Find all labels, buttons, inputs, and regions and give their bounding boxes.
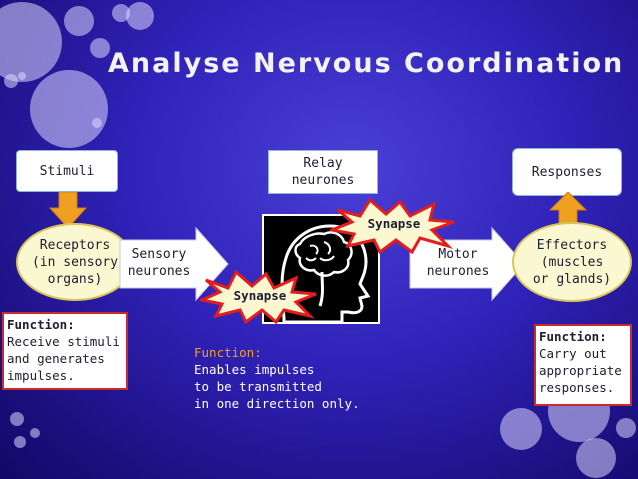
effectors-oval: Effectors (muscles or glands) <box>512 222 632 302</box>
receptors-line2: (in sensory <box>31 254 119 270</box>
function-middle-heading: Function: <box>194 345 262 360</box>
function-left-line2: and generates <box>7 351 105 366</box>
decor-bubble <box>10 412 24 426</box>
synapse-burst-right <box>330 198 455 254</box>
decor-bubble <box>30 70 108 148</box>
decor-bubble <box>18 72 26 80</box>
function-right-line2: appropriate <box>539 363 622 378</box>
function-right-box: Function: Carry out appropriate response… <box>534 324 632 406</box>
function-middle-text: Function: Enables impulses to be transmi… <box>194 344 384 412</box>
synapse-left-label: Synapse <box>233 288 287 303</box>
decor-bubble <box>500 408 542 450</box>
function-middle-line3: in one direction only. <box>194 396 360 411</box>
effectors-line2: (muscles <box>540 254 604 270</box>
function-right-heading: Function: <box>539 329 607 344</box>
sensory-label: Sensory neurones <box>124 246 194 280</box>
relay-label-line1: Relay <box>303 156 343 171</box>
decor-bubble <box>4 74 18 88</box>
motor-line1: Motor <box>438 247 478 262</box>
receptors-line1: Receptors <box>39 237 111 253</box>
function-left-heading: Function: <box>7 317 75 332</box>
decor-bubble <box>92 118 102 128</box>
responses-box: Responses <box>512 148 622 196</box>
stimuli-box: Stimuli <box>16 150 118 192</box>
arrow-up-icon <box>548 192 588 226</box>
motor-line2: neurones <box>426 264 490 279</box>
sensory-line2: neurones <box>127 264 191 279</box>
arrow-down-icon <box>48 192 88 229</box>
motor-neurone-arrow <box>409 226 525 302</box>
decor-bubble <box>576 438 616 478</box>
page-title: Analyse Nervous Coordination <box>108 48 625 79</box>
effectors-line3: or glands) <box>532 271 612 287</box>
decor-bubble <box>90 38 110 58</box>
decor-bubble <box>30 428 40 438</box>
sensory-line1: Sensory <box>131 247 187 262</box>
function-middle-line1: Enables impulses <box>194 362 315 377</box>
function-right-line1: Carry out <box>539 346 607 361</box>
decor-bubble <box>126 2 154 30</box>
receptors-oval: Receptors (in sensory organs) <box>16 223 134 301</box>
decor-bubble <box>112 4 130 22</box>
synapse-burst-left <box>200 270 317 324</box>
relay-neurones-box: Relay neurones <box>268 150 378 194</box>
function-middle-line2: to be transmitted <box>194 379 322 394</box>
function-left-line3: impulses. <box>7 368 75 383</box>
decor-bubble <box>14 436 26 448</box>
decor-bubble <box>0 2 62 82</box>
stimuli-label: Stimuli <box>39 163 95 179</box>
responses-label: Responses <box>531 164 603 180</box>
synapse-right-label: Synapse <box>367 216 421 231</box>
effectors-line1: Effectors <box>536 237 608 253</box>
decor-bubble <box>616 418 636 438</box>
function-left-line1: Receive stimuli <box>7 334 120 349</box>
receptors-line3: organs) <box>47 271 103 287</box>
decor-bubble <box>64 6 94 36</box>
relay-label-line2: neurones <box>291 173 355 188</box>
function-right-line3: responses. <box>539 380 615 395</box>
function-left-box: Function: Receive stimuli and generates … <box>2 312 128 390</box>
motor-label: Motor neurones <box>420 246 496 280</box>
